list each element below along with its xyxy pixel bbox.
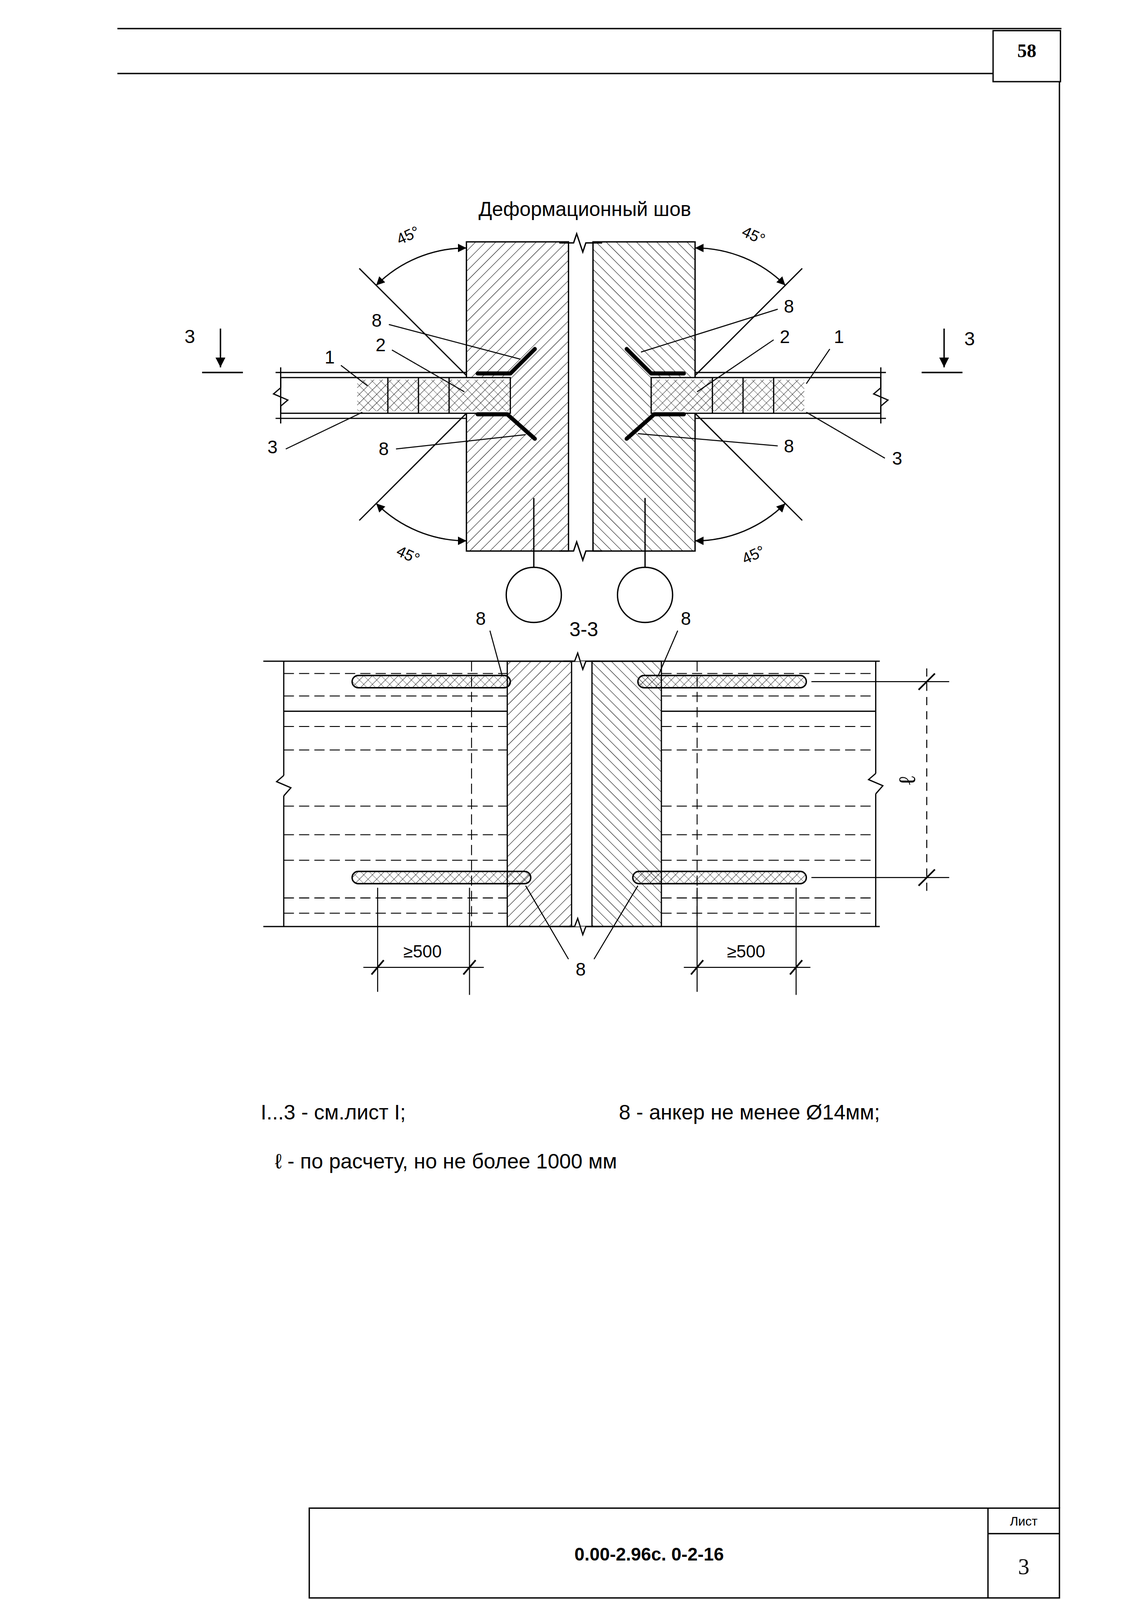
anchor-plan bbox=[352, 675, 807, 885]
leader-line bbox=[285, 309, 886, 458]
drawing-title: Деформационный шов bbox=[477, 198, 693, 221]
callout-number: 8 bbox=[782, 436, 796, 457]
callout-number: 2 bbox=[778, 326, 792, 347]
dimension-label: ≥500 bbox=[402, 942, 443, 962]
callout-number: 8 bbox=[679, 608, 693, 629]
angle-label: 45° bbox=[738, 222, 769, 249]
callout-number: 8 bbox=[574, 959, 587, 980]
dimension-label: ℓ bbox=[894, 773, 921, 788]
callout-number: 2 bbox=[374, 334, 388, 355]
callout-number: 3 bbox=[265, 437, 279, 458]
sheet-index: 3 bbox=[1016, 1554, 1031, 1580]
callout-number: 3 bbox=[890, 448, 904, 469]
reference-circle bbox=[506, 497, 673, 623]
angle-label: 45° bbox=[393, 222, 424, 249]
dimension-line bbox=[363, 630, 950, 996]
section-mark bbox=[201, 328, 963, 373]
callout-number: 8 bbox=[474, 608, 488, 629]
sheet-frame bbox=[117, 28, 1062, 1599]
dimension-label: ≥500 bbox=[725, 942, 767, 962]
callout-number: 1 bbox=[323, 347, 336, 368]
anchor-bar bbox=[477, 349, 684, 439]
angle-label: 45° bbox=[393, 541, 424, 569]
title-block-label: Лист bbox=[1008, 1514, 1039, 1529]
angle-label: 45° bbox=[738, 541, 769, 569]
note-text: ℓ - по расчету, но не более 1000 мм bbox=[273, 1150, 619, 1174]
section-mark-label: 3 bbox=[963, 328, 977, 350]
callout-number: 1 bbox=[832, 326, 846, 347]
callout-number: 8 bbox=[782, 296, 796, 317]
section-title: 3-3 bbox=[567, 618, 600, 641]
slab-section bbox=[273, 367, 889, 424]
angle-dimension bbox=[359, 247, 803, 541]
plan-section bbox=[263, 653, 883, 936]
note-text: 8 - анкер не менее Ø14мм; bbox=[617, 1101, 882, 1125]
callout-number: 8 bbox=[370, 310, 384, 331]
sheet-number: 58 bbox=[1015, 40, 1038, 62]
section-mark-label: 3 bbox=[183, 326, 197, 348]
note-text: I...3 - см.лист I; bbox=[259, 1101, 408, 1125]
callout-number: 8 bbox=[377, 438, 390, 459]
drawing-code: 0.00-2.96с. 0-2-16 bbox=[573, 1544, 726, 1565]
